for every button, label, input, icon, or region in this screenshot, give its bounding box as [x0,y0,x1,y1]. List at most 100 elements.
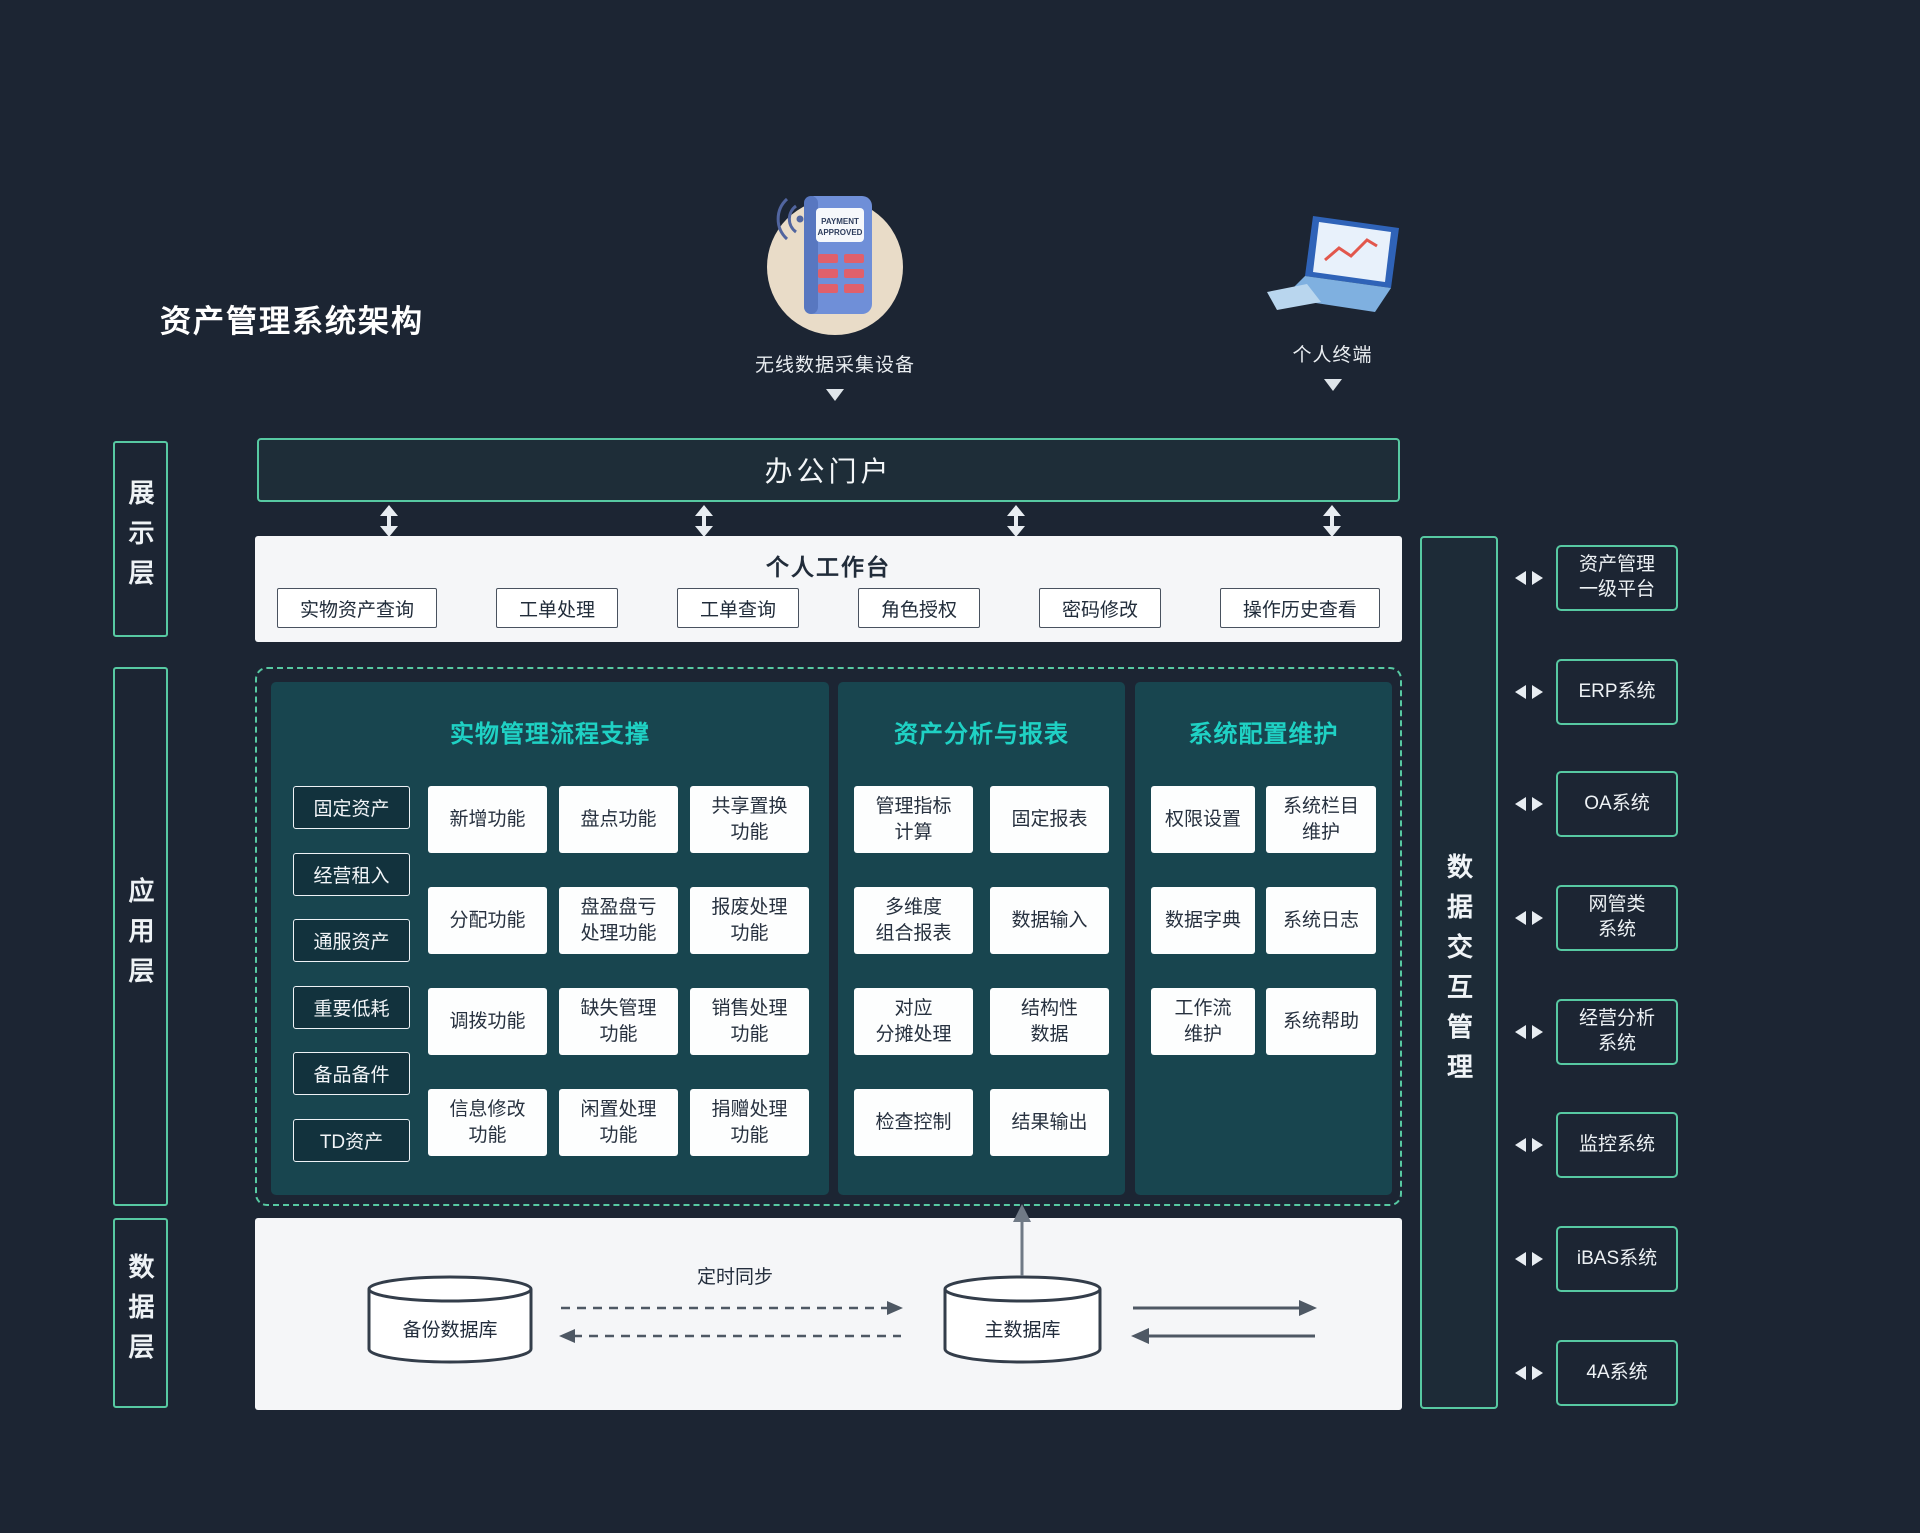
workbench-box: 个人工作台 实物资产查询 工单处理 工单查询 角色授权 密码修改 操作历史查看 [255,536,1402,642]
double-arrow-icon [695,505,713,537]
category-spare-parts: 备品备件 [293,1052,410,1096]
asset-categories: 固定资产 经营租入 通服资产 重要低耗 备品备件 TD资产 [293,786,410,1162]
function-kpi-calc: 管理指标 计算 [854,786,973,853]
page-title: 资产管理系统架构 [160,304,424,339]
laptop-icon [1266,216,1399,312]
function-info-modify: 信息修改 功能 [428,1089,547,1156]
function-scrap: 报废处理 功能 [690,887,809,954]
function-result-output: 结果输出 [990,1089,1109,1156]
workbench-item-password-change: 密码修改 [1038,588,1161,628]
function-data-dictionary: 数据字典 [1151,887,1255,954]
panel-asset-analysis: 资产分析与报表 管理指标 计算 固定报表 多维度 组合报表 数据输入 对应 分摊… [838,682,1125,1195]
arrow-right-icon [1532,1366,1543,1380]
arrow-right-icon [1532,1025,1543,1039]
workbench-buttons: 实物资产查询 工单处理 工单查询 角色授权 密码修改 操作历史查看 [277,588,1380,628]
data-exchange-label: 数据交互管理 [1443,852,1474,1093]
panel-system-config: 系统配置维护 权限设置 系统栏目 维护 数据字典 系统日志 工作流 维护 系统帮… [1135,682,1392,1195]
arrow-right-icon [1532,571,1543,585]
arrow-right-icon [1532,685,1543,699]
panel-physical-management: 实物管理流程支撑 固定资产 经营租入 通服资产 重要低耗 备品备件 TD资产 新… [271,682,829,1195]
function-allocate: 分配功能 [428,887,547,954]
system-asset-platform: 资产管理 一级平台 [1556,545,1678,611]
layer-data-label: 数据层 [125,1253,155,1373]
function-add: 新增功能 [428,786,547,853]
function-system-log: 系统日志 [1266,887,1376,954]
system-4a: 4A系统 [1556,1340,1678,1406]
database-cylinder-icon [367,1275,533,1364]
system-monitoring: 监控系统 [1556,1112,1678,1178]
panel-analysis-title: 资产分析与报表 [894,721,1069,748]
backup-database-label: 备份数据库 [402,1320,498,1341]
arrow-right-icon [1532,1252,1543,1266]
function-check-control: 检查控制 [854,1089,973,1156]
solid-exchange-arrows-icon [1131,1300,1317,1344]
double-arrow-icon [1007,505,1025,537]
function-column-maintain: 系统栏目 维护 [1266,786,1376,853]
application-layer-container: 实物管理流程支撑 固定资产 经营租入 通服资产 重要低耗 备品备件 TD资产 新… [255,667,1402,1206]
database-cylinder-icon [943,1275,1102,1364]
arrow-right-icon [1532,1138,1543,1152]
main-database-label: 主数据库 [984,1320,1061,1341]
analysis-function-grid: 管理指标 计算 固定报表 多维度 组合报表 数据输入 对应 分摊处理 结构性 数… [854,786,1109,1156]
function-multidim-report: 多维度 组合报表 [854,887,973,954]
category-fixed-asset: 固定资产 [293,786,410,829]
arrow-left-icon [1515,797,1526,811]
function-sale: 销售处理 功能 [690,988,809,1055]
function-permission: 权限设置 [1151,786,1255,853]
arrow-right-icon [1532,911,1543,925]
data-layer-box: 备份数据库 定时同步 主数据库 [255,1218,1402,1410]
panel-physical-title: 实物管理流程支撑 [450,721,650,748]
layer-display: 展示层 [113,441,168,637]
pos-screen-line2: APPROVED [818,228,863,237]
function-data-input: 数据输入 [990,887,1109,954]
link-arrows [1508,1365,1550,1381]
pos-screen-line1: PAYMENT [821,217,859,226]
arrow-left-icon [1515,1138,1526,1152]
workbench-item-history-view: 操作历史查看 [1219,588,1380,628]
panel-config-title: 系统配置维护 [1188,721,1339,748]
arrow-left-icon [1515,685,1526,699]
layer-application: 应用层 [113,667,168,1206]
arrow-left-icon [1515,1025,1526,1039]
link-arrows [1508,796,1550,812]
wireless-device-group: PAYMENT APPROVED 无线数据采集设备 [740,182,930,401]
system-business-analysis: 经营分析 系统 [1556,999,1678,1065]
down-triangle-icon [826,389,844,401]
link-arrows [1508,570,1550,586]
function-workflow: 工作流 维护 [1151,988,1255,1055]
workbench-title: 个人工作台 [766,554,891,580]
function-surplus-deficit: 盘盈盘亏 处理功能 [559,887,678,954]
layer-application-label: 应用层 [125,876,155,997]
physical-function-grid: 新增功能 盘点功能 共享置换 功能 分配功能 盘盈盘亏 处理功能 报废处理 功能… [428,786,809,1156]
function-system-help: 系统帮助 [1266,988,1376,1055]
category-td-asset: TD资产 [293,1118,410,1162]
link-arrows [1508,1024,1550,1040]
link-arrows [1508,1251,1550,1267]
workbench-item-workorder-query: 工单查询 [676,588,799,628]
pos-terminal-icon: PAYMENT APPROVED [767,196,903,335]
function-donation: 捐赠处理 功能 [690,1089,809,1156]
arrow-left-icon [1515,911,1526,925]
data-exchange-box: 数据交互管理 [1420,536,1498,1409]
function-missing-manage: 缺失管理 功能 [559,988,678,1055]
arrow-right-icon [1532,797,1543,811]
double-arrow-icon [380,505,398,537]
layer-data: 数据层 [113,1218,168,1408]
function-share-swap: 共享置换 功能 [690,786,809,853]
category-operating-lease: 经营租入 [293,852,410,896]
link-arrows [1508,684,1550,700]
double-arrow-icon [1323,505,1341,537]
workbench-item-asset-query: 实物资产查询 [277,588,438,628]
workbench-item-role-auth: 角色授权 [857,588,980,628]
db-to-app-arrow-icon [1013,1204,1031,1276]
arrow-left-icon [1515,1252,1526,1266]
system-network-management: 网管类 系统 [1556,885,1678,951]
category-important-lowvalue: 重要低耗 [293,985,410,1029]
office-portal-label: 办公门户 [764,456,893,487]
link-arrows [1508,910,1550,926]
arrow-left-icon [1515,571,1526,585]
dashed-sync-arrows-icon [559,1301,903,1343]
down-triangle-icon [1323,379,1342,391]
arrow-left-icon [1515,1366,1526,1380]
system-ibas: iBAS系统 [1556,1226,1678,1292]
